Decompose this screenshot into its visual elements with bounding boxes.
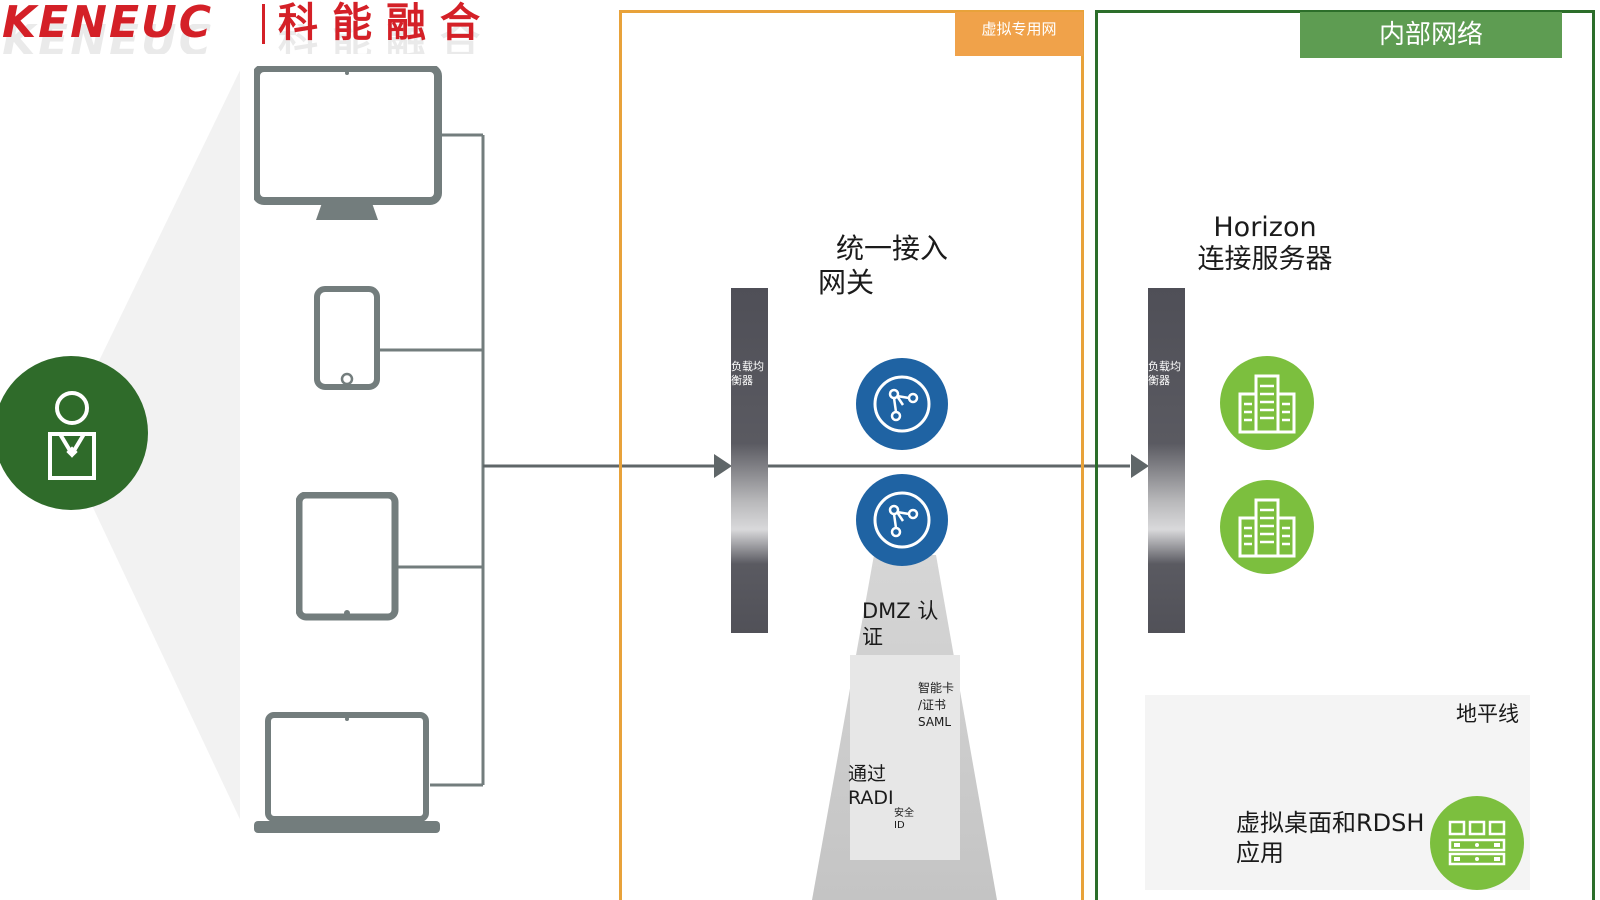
connection-server-2 [1220, 480, 1314, 574]
load-balancer-label: 负载均衡器 [731, 360, 764, 387]
internal-zone-label: 内部网络 [1300, 12, 1562, 58]
gateway-title-line2: 网关 [818, 266, 875, 299]
laptop-icon [254, 712, 440, 833]
desktop-rack-icon [1448, 820, 1506, 866]
device-panel [240, 60, 505, 840]
monitor-icon [254, 66, 442, 220]
user-icon [48, 391, 96, 480]
tablet-icon [296, 492, 399, 621]
gateway-node-1 [856, 358, 948, 450]
desktop-rack-node [1430, 796, 1524, 890]
logo-latin: KENEUC [2, 0, 214, 48]
horizon-label: 地平线 [1456, 702, 1519, 726]
internal-zone-border [1095, 10, 1595, 900]
secure-id-label: 安全 ID [894, 808, 914, 831]
connection-server-title: Horizon 连接服务器 [1197, 212, 1333, 275]
load-balancer-internal: 负载均衡器 [1148, 288, 1185, 633]
user-funnel-background [80, 60, 245, 830]
load-balancer-label: 负载均衡器 [1148, 360, 1181, 387]
smartcard-label: 智能卡 /证书 SAML [918, 681, 955, 729]
connection-server-1 [1220, 356, 1314, 450]
user-avatar [0, 356, 148, 510]
dmz-auth-label: DMZ 认 证 [862, 599, 939, 649]
logo-separator [262, 4, 265, 44]
auth-beam [812, 555, 997, 900]
phone-icon [314, 286, 380, 390]
gateway-title-line1: 统一接入 [836, 232, 949, 265]
vpn-zone-label: 虚拟专用网 [955, 12, 1083, 56]
network-node-icon [873, 491, 931, 549]
gateway-node-2 [856, 474, 948, 566]
virtual-desktop-label: 虚拟桌面和RDSH 应用 [1236, 809, 1425, 867]
load-balancer-dmz: 负载均衡器 [731, 288, 768, 633]
logo-chinese: 科能融合 [278, 0, 494, 46]
radius-label: 通过 RADI [848, 763, 894, 809]
network-node-icon [873, 375, 931, 433]
logo-reflection: KENEUC 科能融合 [2, 24, 494, 54]
vpn-zone-border [619, 10, 1084, 900]
server-building-icon [1238, 374, 1296, 434]
server-building-icon [1238, 498, 1296, 558]
